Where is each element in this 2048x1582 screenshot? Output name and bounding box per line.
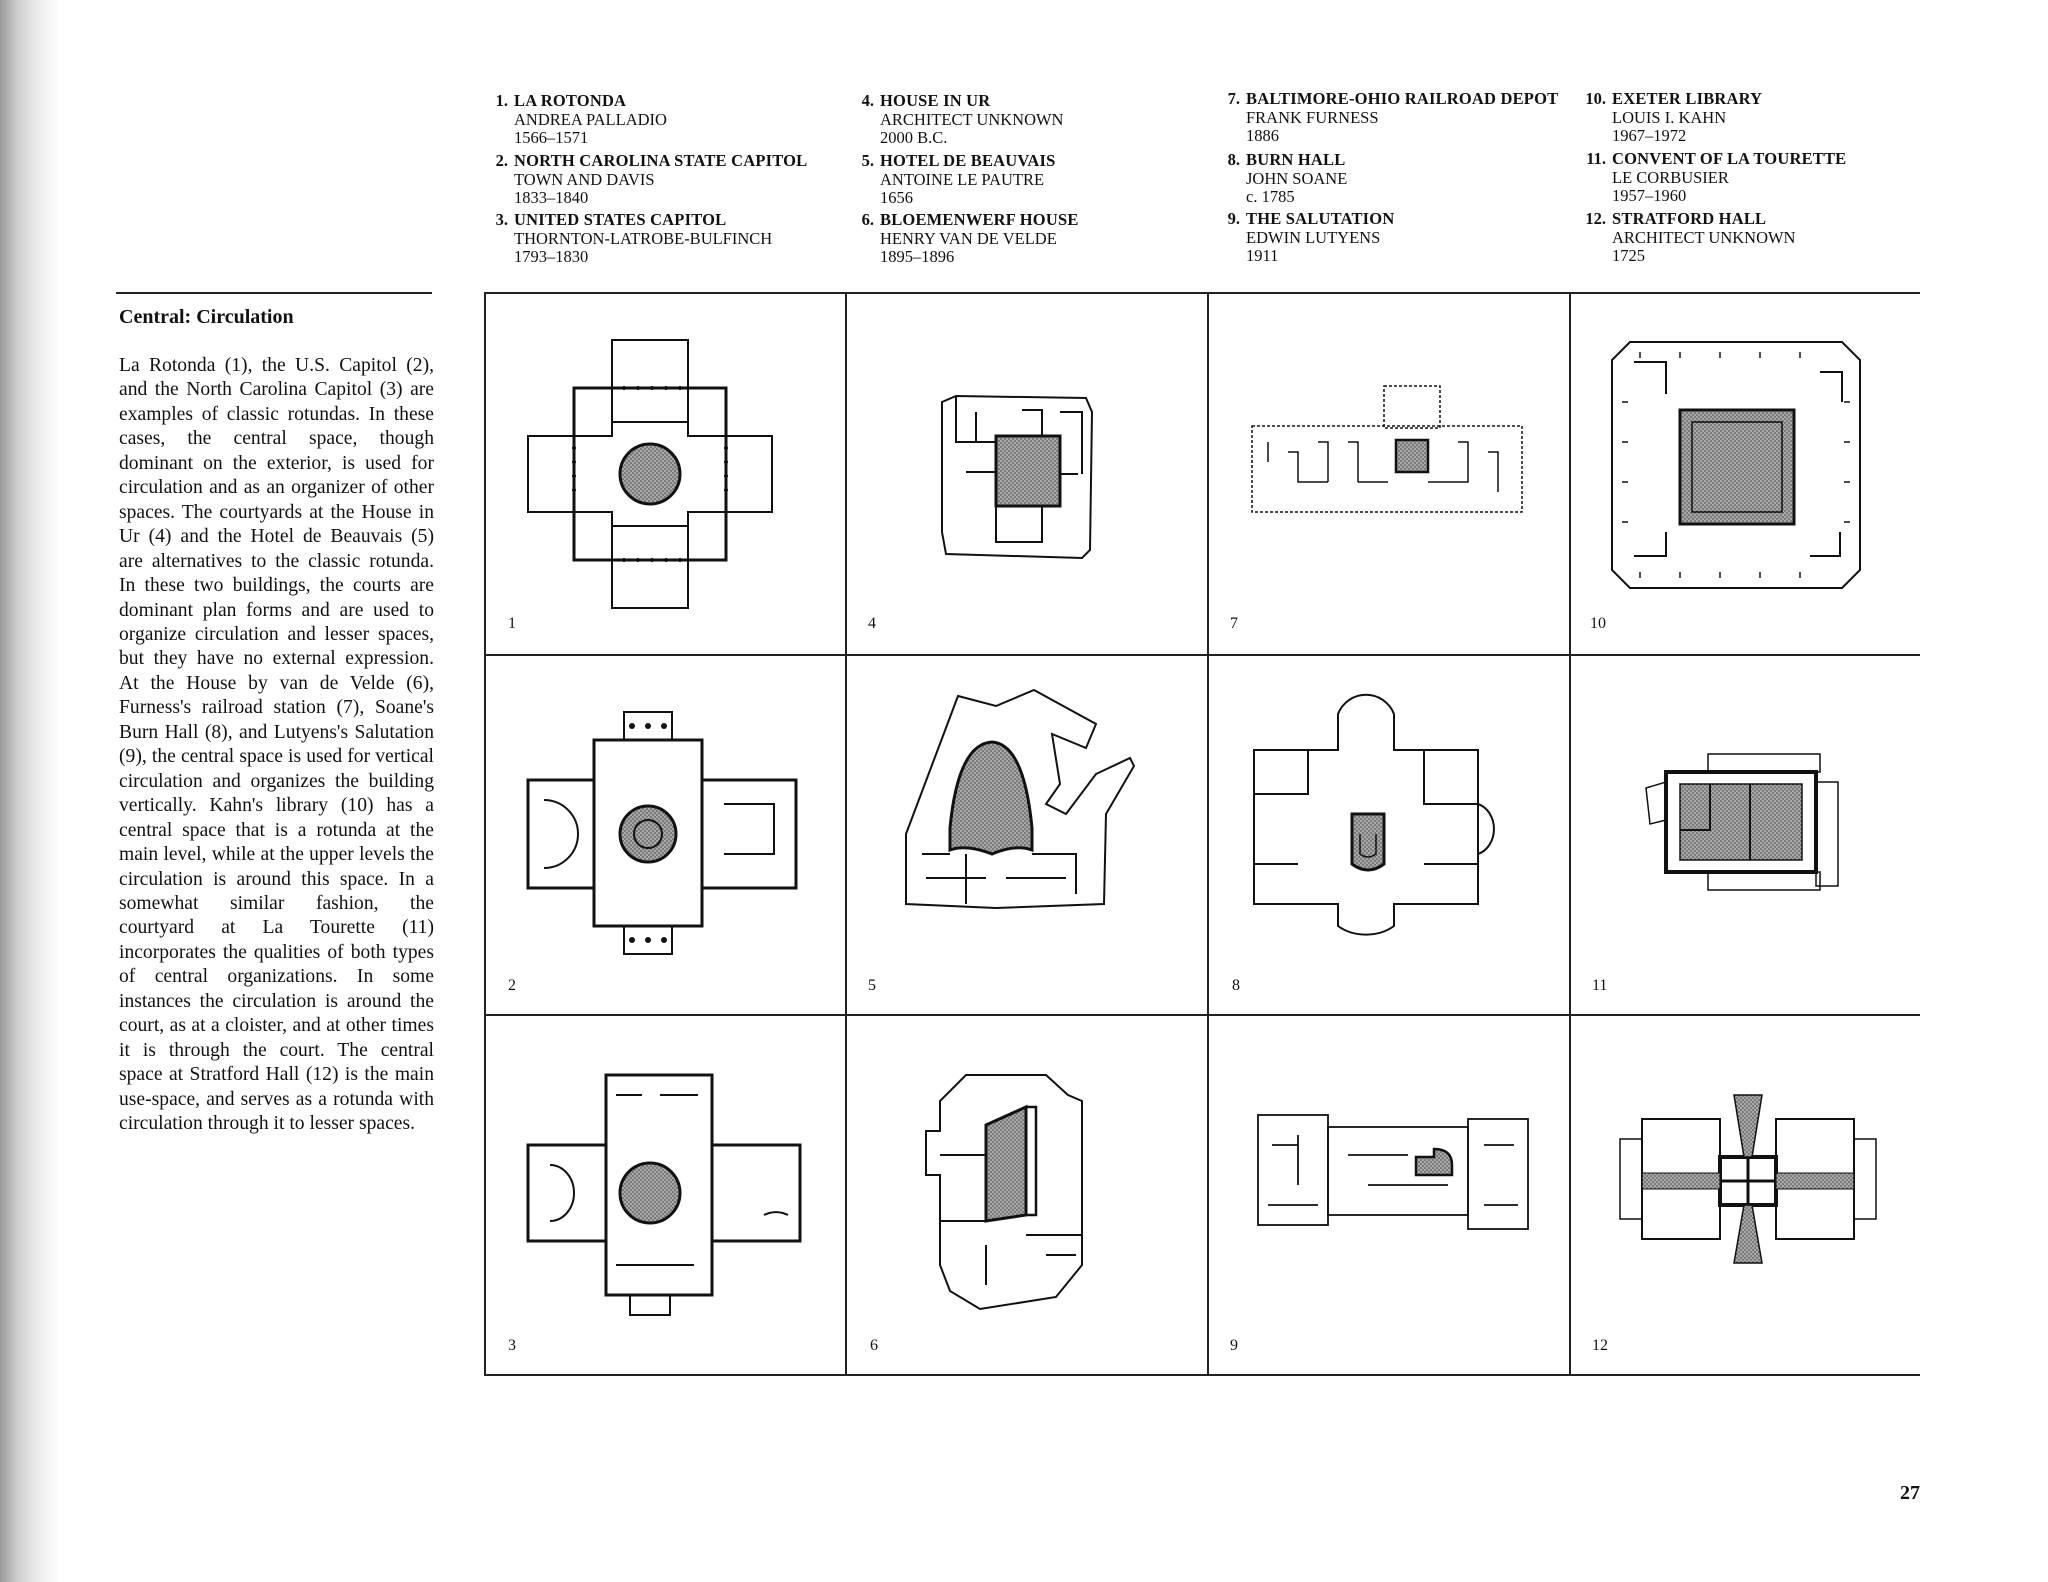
plan-label-11: 11 bbox=[1592, 977, 1607, 994]
plan-3-us-capitol bbox=[526, 1073, 802, 1316]
plan-12-stratford-hall bbox=[1619, 1094, 1877, 1264]
plan-5-hotel-de-beauvais bbox=[905, 688, 1136, 910]
plan-1-la-rotonda bbox=[527, 339, 773, 609]
caption-8: 8. BURN HALL JOHN SOANE c. 1785 bbox=[1227, 150, 1348, 206]
plan-label-1: 1 bbox=[508, 615, 516, 632]
caption-5: 5. HOTEL DE BEAUVAIS ANTOINE LE PAUTRE 1… bbox=[861, 151, 1056, 207]
plans-grid: 1 2 3 4 5 6 7 8 9 10 11 12 bbox=[484, 292, 1920, 1376]
plan-label-12: 12 bbox=[1592, 1337, 1608, 1354]
plan-label-2: 2 bbox=[508, 977, 516, 994]
caption-2: 2. NORTH CAROLINA STATE CAPITOL TOWN AND… bbox=[495, 151, 808, 207]
plan-9-salutation bbox=[1257, 1114, 1529, 1230]
plan-11-la-tourette bbox=[1645, 753, 1839, 891]
grid-lines bbox=[484, 292, 1920, 1376]
sidebar-body: La Rotonda (1), the U.S. Capitol (2), an… bbox=[119, 355, 434, 1135]
caption-1: 1. LA ROTONDA ANDREA PALLADIO 1566–1571 bbox=[495, 91, 667, 147]
plan-label-6: 6 bbox=[870, 1337, 878, 1354]
scan-shadow bbox=[0, 0, 60, 1582]
plan-label-3: 3 bbox=[508, 1337, 516, 1354]
plan-10-exeter-library bbox=[1611, 341, 1861, 589]
caption-grid: 1. LA ROTONDA ANDREA PALLADIO 1566–1571 … bbox=[482, 89, 1922, 282]
sidebar-rule bbox=[116, 292, 432, 294]
plan-8-burn-hall bbox=[1253, 693, 1495, 936]
plan-label-5: 5 bbox=[868, 977, 876, 994]
plan-7-railroad-depot bbox=[1251, 385, 1523, 513]
plan-label-4: 4 bbox=[868, 615, 876, 632]
plan-6-bloemenwerf bbox=[925, 1074, 1083, 1311]
caption-3: 3. UNITED STATES CAPITOL THORNTON-LATROB… bbox=[495, 210, 773, 266]
caption-11: 11. CONVENT OF LA TOURETTE LE CORBUSIER … bbox=[1586, 149, 1847, 205]
sidebar-heading: Central: Circulation bbox=[119, 306, 294, 328]
caption-10: 10. EXETER LIBRARY LOUIS I. KAHN 1967–19… bbox=[1585, 89, 1763, 145]
plan-label-8: 8 bbox=[1232, 977, 1240, 994]
plan-label-7: 7 bbox=[1230, 615, 1238, 632]
caption-4: 4. HOUSE IN UR ARCHITECT UNKNOWN 2000 B.… bbox=[861, 91, 1064, 147]
plan-4-house-in-ur bbox=[941, 394, 1094, 560]
caption-7: 7. BALTIMORE-OHIO RAILROAD DEPOT FRANK F… bbox=[1227, 89, 1559, 145]
caption-6: 6. BLOEMENWERF HOUSE HENRY VAN DE VELDE … bbox=[861, 210, 1079, 266]
plan-2-plan bbox=[526, 711, 798, 955]
plan-label-9: 9 bbox=[1230, 1337, 1238, 1354]
caption-12: 12. STRATFORD HALL ARCHITECT UNKNOWN 172… bbox=[1585, 209, 1796, 265]
plan-label-10: 10 bbox=[1590, 615, 1606, 632]
page-number: 27 bbox=[1900, 1482, 1920, 1504]
caption-9: 9. THE SALUTATION EDWIN LUTYENS 1911 bbox=[1227, 209, 1395, 265]
